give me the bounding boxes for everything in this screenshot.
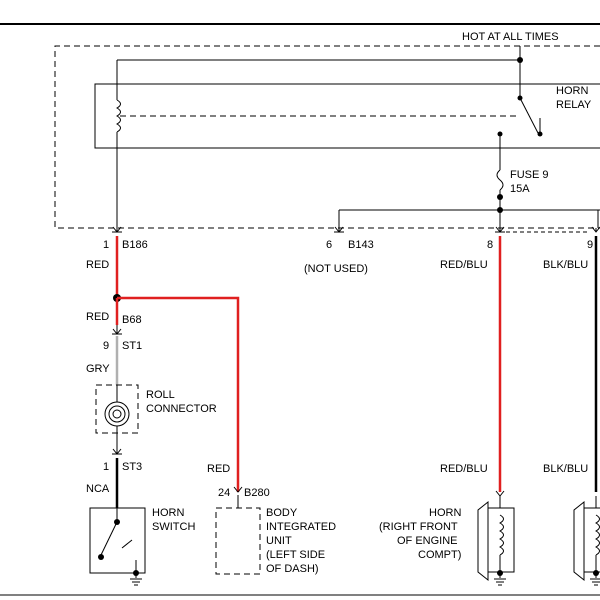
connector-st3-label: ST3 [122, 461, 142, 473]
horn-label-4: COMPT) [418, 549, 461, 561]
pin-9-label: 9 [587, 239, 593, 251]
horn-switch-blade [100, 521, 118, 556]
connector-b186-label: B186 [122, 239, 148, 251]
left-horn-symbol [573, 496, 600, 586]
biu-box [215, 507, 261, 575]
horn-label-2: (RIGHT FRONT [379, 521, 458, 533]
connector-arrow-pin-9 [591, 226, 600, 233]
wire-nca-label: NCA [86, 483, 110, 495]
connector-arrow-b68 [112, 325, 122, 335]
roll-connector-coil-inner [112, 409, 122, 419]
fuse-junction [497, 194, 503, 200]
relay-switch-arm [519, 97, 539, 134]
pin-8-label: 8 [487, 239, 493, 251]
connector-st1-label: ST1 [122, 340, 142, 352]
horn-relay-box [94, 83, 600, 149]
connector-b143-label: B143 [348, 239, 374, 251]
connector-b68-label: B68 [122, 314, 142, 326]
roll-connector-label-1: ROLL [146, 389, 175, 401]
wire-red-label-1: RED [86, 259, 109, 271]
hot-at-all-times-label: HOT AT ALL TIMES [462, 31, 559, 43]
biu-label-5: OF DASH) [266, 563, 319, 575]
wire-blkblu-label-1: BLK/BLU [543, 259, 588, 271]
pin-6-label: 6 [326, 239, 332, 251]
pin-1-st3-label: 1 [103, 461, 109, 473]
biu-label-3: UNIT [266, 535, 292, 547]
horn-label-3: OF ENGINE [397, 535, 458, 547]
red-wire-to-biu [117, 296, 240, 492]
wire-red-label-3: RED [207, 463, 230, 475]
biu-label-1: BODY [266, 507, 298, 519]
connector-arrow-pin-6 [334, 226, 344, 233]
not-used-label: (NOT USED) [304, 263, 368, 275]
horn-label-1: HORN [429, 507, 461, 519]
wire-gry-label: GRY [86, 363, 110, 375]
pin-24-label: 24 [218, 487, 230, 499]
wire-red-label-2: RED [86, 311, 109, 323]
fuse-label-1: FUSE 9 [510, 169, 549, 181]
wire-blkblu-label-2: BLK/BLU [543, 463, 588, 475]
horn-switch-label-1: HORN [152, 507, 184, 519]
connector-arrow-b280 [233, 486, 243, 493]
horn-relay-label-1: HORN [556, 85, 588, 97]
connector-b280-label: B280 [244, 487, 270, 499]
horn-switch-ground-icon [129, 578, 143, 586]
horn-switch-lever [121, 539, 133, 549]
connector-arrow-st3 [112, 448, 122, 455]
horn-relay-label-2: RELAY [556, 99, 592, 111]
right-horn-symbol [477, 490, 515, 586]
connector-arrow-pin-8 [495, 226, 505, 233]
fuse-label-2: 15A [510, 183, 530, 195]
wire-redblu-label-2: RED/BLU [440, 463, 488, 475]
pin-9-st1-label: 9 [103, 340, 109, 352]
pin-1-label: 1 [103, 239, 109, 251]
roll-connector-coil-mid [108, 405, 126, 423]
horn-switch-label-2: SWITCH [152, 521, 195, 533]
connector-arrow-pin-1 [112, 226, 122, 233]
relay-coil [115, 99, 121, 133]
horn-switch-pivot [98, 554, 104, 560]
horn-switch-ground-point [133, 570, 139, 576]
biu-label-4: (LEFT SIDE [266, 549, 325, 561]
roll-connector-label-2: CONNECTOR [146, 403, 217, 415]
wire-redblu-label-1: RED/BLU [440, 259, 488, 271]
biu-label-2: INTEGRATED [266, 521, 336, 533]
fuse-symbol [496, 169, 504, 191]
fuse-box-outline [54, 45, 600, 229]
